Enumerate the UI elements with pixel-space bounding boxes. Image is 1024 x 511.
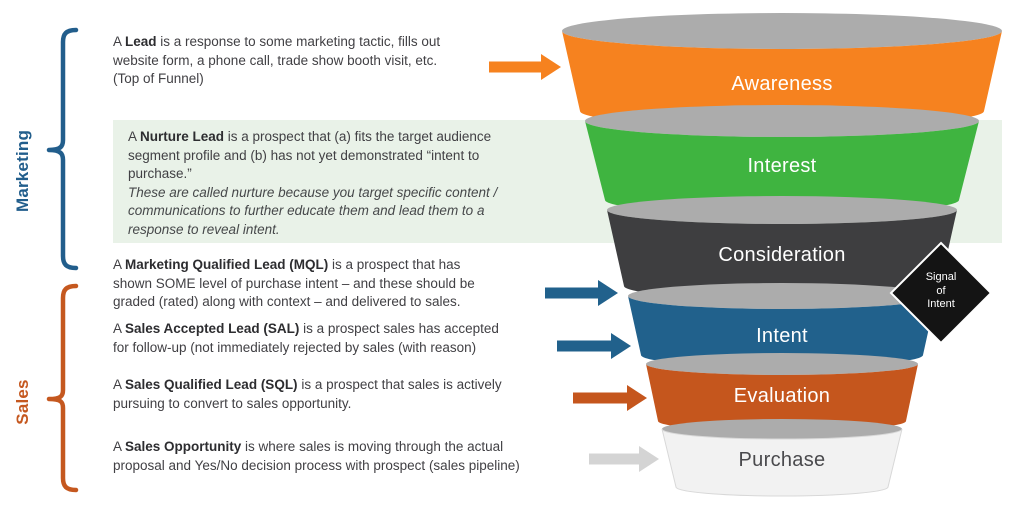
funnel-stage-body: [661, 428, 903, 497]
funnel-rim: [662, 419, 902, 439]
signal-of-intent-diamond: [889, 241, 993, 345]
nurture-note: These are called nurture because you tar…: [128, 184, 498, 237]
funnel-rim: [628, 283, 936, 309]
funnel-rim: [562, 13, 1002, 49]
sql-arrow-icon: [573, 385, 647, 411]
funnel-stage-interest: [585, 105, 979, 214]
definition-sales-opportunity: A Sales Opportunity is where sales is mo…: [113, 439, 520, 473]
stage-label-interest: Interest: [747, 155, 817, 177]
definition-mql: A Marketing Qualified Lead (MQL) is a pr…: [113, 257, 475, 309]
sales-group-label: Sales: [13, 379, 32, 425]
stage-label-evaluation: Evaluation: [733, 385, 831, 407]
definition-sql: A Sales Qualified Lead (SQL) is a prospe…: [113, 377, 502, 411]
funnel-rim: [607, 196, 957, 224]
definition-line: A Nurture Lead is a prospect that (a) fi…: [128, 129, 492, 144]
definition-sal: A Sales Accepted Lead (SAL) is a prospec…: [113, 321, 499, 355]
definition-lead: A Lead is a response to some marketing t…: [113, 34, 441, 86]
stage-label-awareness: Awareness: [731, 73, 833, 95]
definition-line: A Marketing Qualified Lead (MQL) is a pr…: [113, 257, 461, 272]
funnel-stage-consideration: [607, 196, 957, 299]
funnel-stage-intent: [628, 283, 936, 367]
funnel-stage-purchase: [661, 419, 903, 497]
sal-arrow-icon: [557, 333, 631, 359]
funnel-stage-evaluation: [646, 353, 918, 431]
marketing-bracket: [46, 27, 79, 271]
definition-line: A Lead is a response to some marketing t…: [113, 34, 441, 49]
opportunity-arrow-icon: [589, 446, 659, 472]
stage-label-consideration: Consideration: [718, 244, 846, 266]
definition-nurture-lead: A Nurture Lead is a prospect that (a) fi…: [128, 128, 497, 239]
sales-bracket: [46, 283, 79, 493]
definition-line: A Sales Qualified Lead (SQL) is a prospe…: [113, 377, 502, 392]
funnel-stage-body: [646, 364, 918, 431]
stage-label-intent: Intent: [756, 325, 808, 347]
mql-arrow-icon: [545, 280, 618, 306]
funnel-stage-body: [628, 296, 936, 367]
lead-arrow-icon: [489, 54, 561, 80]
funnel-stage-body: [562, 31, 1002, 127]
funnel-stage-awareness: [562, 13, 1002, 127]
funnel-stage-body: [585, 121, 979, 214]
marketing-group-label: Marketing: [13, 129, 32, 213]
funnel-rim: [646, 353, 918, 375]
funnel-rim: [585, 105, 979, 137]
funnel-stage-body: [607, 210, 957, 299]
stage-label-purchase: Purchase: [738, 449, 826, 471]
definition-line: A Sales Accepted Lead (SAL) is a prospec…: [113, 321, 499, 336]
signal-of-intent-label: Signal of Intent: [925, 271, 957, 310]
definition-line: A Sales Opportunity is where sales is mo…: [113, 439, 504, 454]
